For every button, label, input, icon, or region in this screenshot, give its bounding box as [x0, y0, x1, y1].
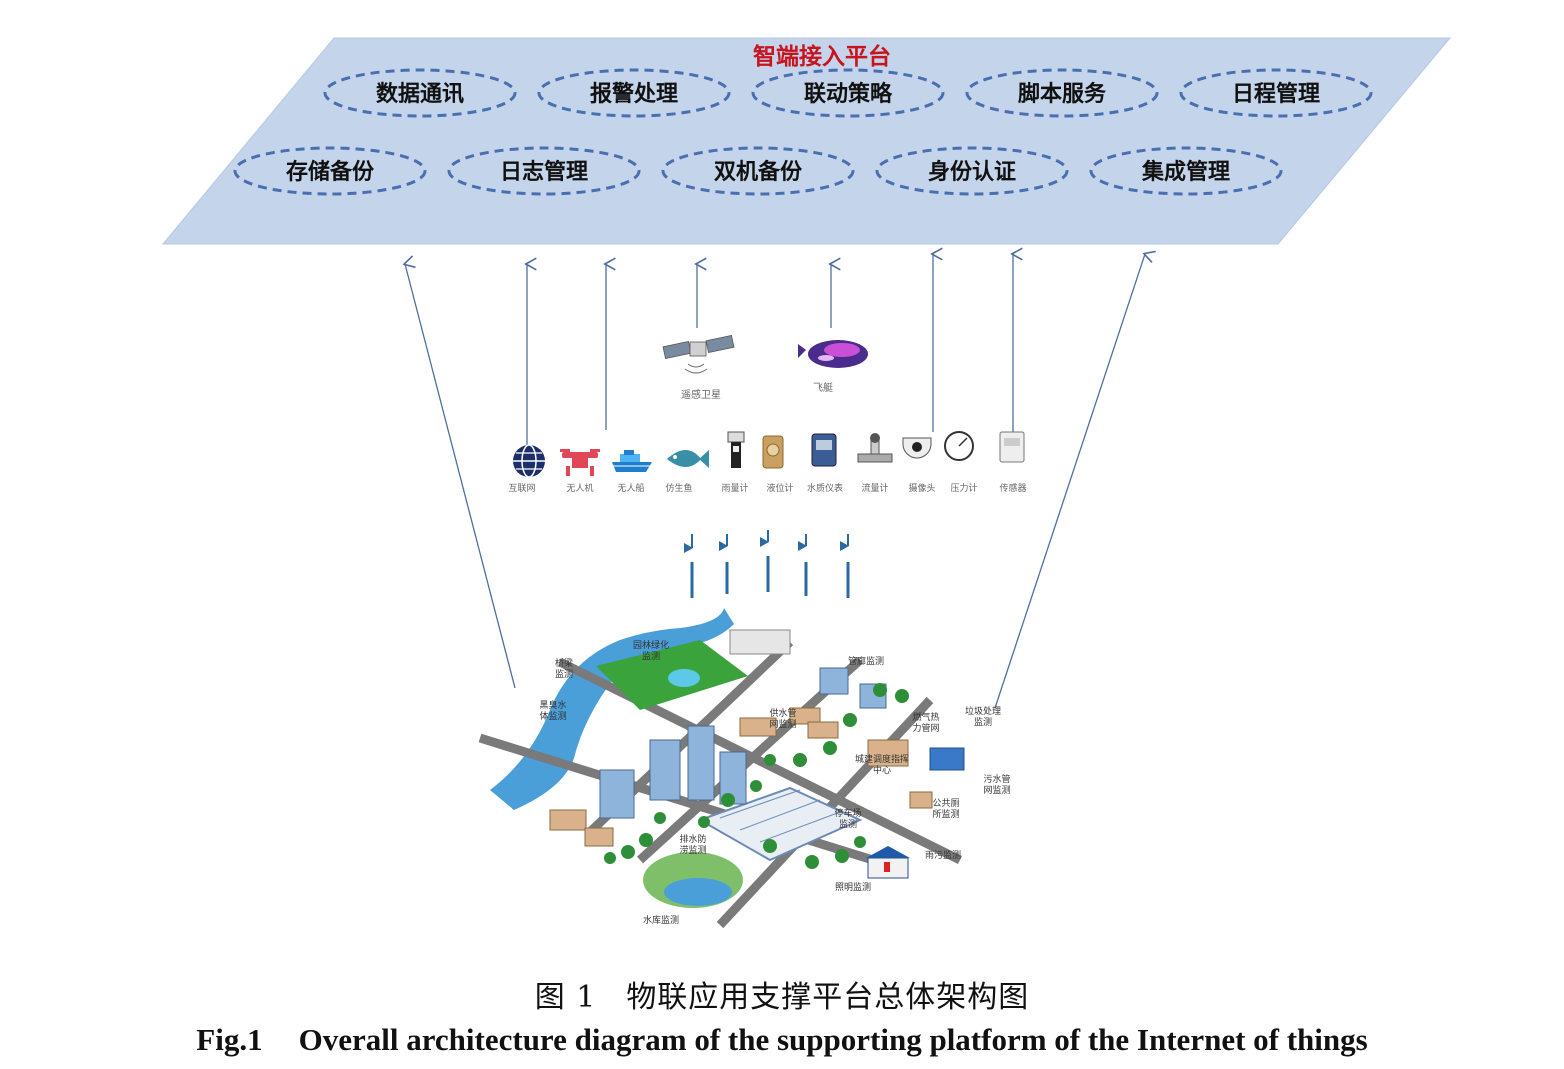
- device-labels: 互联网 无人机 无人船 仿生鱼 雨量计 液位计 水质仪表 流量计 摄像头 压力计 传感器: [508, 482, 1026, 494]
- device-row: [513, 431, 1025, 478]
- smart-city-illustration: [478, 608, 965, 929]
- data-flow-arrows: [405, 254, 1145, 709]
- city-label-toilet: 公共厕所监测: [932, 798, 959, 820]
- module-row2-3: 身份认证: [875, 146, 1069, 196]
- figure-number-cn: 图 1: [534, 980, 597, 1015]
- city-label-reservoir: 水库监测: [643, 914, 679, 926]
- module-label: 身份认证: [928, 159, 1016, 185]
- city-label-bridge: 桥梁监测: [555, 657, 573, 680]
- module-label: 联动策略: [804, 81, 893, 107]
- module-row1-3: 脚本服务: [965, 68, 1159, 118]
- module-row1-1: 报警处理: [537, 68, 731, 118]
- module-row1-2: 联动策略: [751, 68, 945, 118]
- sensor-icon: [999, 431, 1025, 463]
- module-row2-0: 存储备份: [233, 146, 427, 196]
- figure-number-en: Fig.1: [196, 1022, 263, 1057]
- water-quality-meter-icon: [811, 433, 837, 467]
- city-label-pipe-gallery: 管廊监测: [848, 655, 884, 667]
- device-label: 水质仪表: [807, 482, 843, 494]
- module-label: 脚本服务: [1018, 82, 1107, 107]
- device-label: 互联网: [508, 483, 535, 494]
- module-row1-0: 数据通讯: [323, 68, 517, 118]
- arrow-city-right: [994, 254, 1145, 709]
- module-row2-2: 双机备份: [661, 146, 855, 196]
- city-label-drainage: 排水防涝监测: [679, 833, 706, 856]
- figure-caption-en: Fig.1 Overall architecture diagram of the…: [0, 1022, 1564, 1058]
- device-label: 压力计: [950, 482, 977, 494]
- city-label-garbage: 垃圾处理监测: [965, 705, 1001, 728]
- device-label: 仿生鱼: [665, 482, 692, 494]
- fish-icon: [667, 450, 709, 468]
- module-label: 双机备份: [714, 159, 803, 185]
- satellite-label: 遥感卫星: [681, 388, 721, 401]
- satellite-icon: [662, 334, 735, 374]
- city-label-sewage: 污水管网监测: [983, 773, 1010, 796]
- flow-meter-icon: [857, 433, 893, 463]
- city-label-supply-pipe: 供水管网监测: [769, 707, 796, 730]
- device-label: 液位计: [766, 482, 793, 494]
- module-label: 日志管理: [500, 159, 588, 185]
- level-gauge-icon: [762, 435, 784, 469]
- boat-icon: [612, 450, 652, 472]
- pressure-gauge-icon: [944, 431, 974, 461]
- module-label: 日程管理: [1232, 81, 1320, 107]
- device-label: 无人船: [617, 482, 644, 494]
- device-label: 雨量计: [721, 482, 748, 494]
- city-label-rain-pipe: 雨污监测: [925, 849, 961, 861]
- module-label: 报警处理: [590, 81, 678, 107]
- platform-title: 智端接入平台: [753, 43, 891, 70]
- figure-caption-cn: 图 1 物联应用支撑平台总体架构图: [0, 972, 1564, 1016]
- module-label: 数据通讯: [376, 81, 464, 107]
- city-label-gas-heat: 燃气热力管网: [912, 711, 939, 734]
- device-label: 传感器: [999, 482, 1026, 494]
- city-label-parking: 停车场监测: [834, 807, 861, 830]
- upload-arrows: [684, 530, 850, 598]
- city-label-garden: 园林绿化监测: [633, 639, 669, 662]
- airship-icon: [798, 340, 868, 368]
- airship-label: 飞艇: [813, 381, 833, 394]
- figure-title-cn: 物联应用支撑平台总体架构图: [626, 980, 1030, 1015]
- city-label-dispatch: 城建调度指挥中心: [855, 753, 909, 776]
- globe-icon: [513, 444, 545, 478]
- device-label: 流量计: [861, 482, 888, 494]
- module-row1-4: 日程管理: [1179, 68, 1373, 118]
- camera-icon: [902, 437, 932, 459]
- drone-icon: [560, 449, 600, 476]
- platform-panel: 智端接入平台: [161, 37, 1452, 245]
- city-label-lighting: 照明监测: [835, 881, 871, 893]
- module-row2-1: 日志管理: [447, 146, 641, 196]
- device-label: 无人机: [566, 482, 593, 494]
- module-label: 集成管理: [1141, 159, 1230, 185]
- module-row2-4: 集成管理: [1089, 146, 1283, 196]
- city-label-water-body: 黑臭水体监测: [539, 699, 566, 722]
- module-label: 存储备份: [286, 159, 375, 185]
- figure-title-en: Overall architecture diagram of the supp…: [298, 1022, 1368, 1057]
- arrow-city-left: [405, 264, 516, 689]
- rain-gauge-icon: [727, 431, 745, 468]
- device-label: 摄像头: [908, 482, 935, 494]
